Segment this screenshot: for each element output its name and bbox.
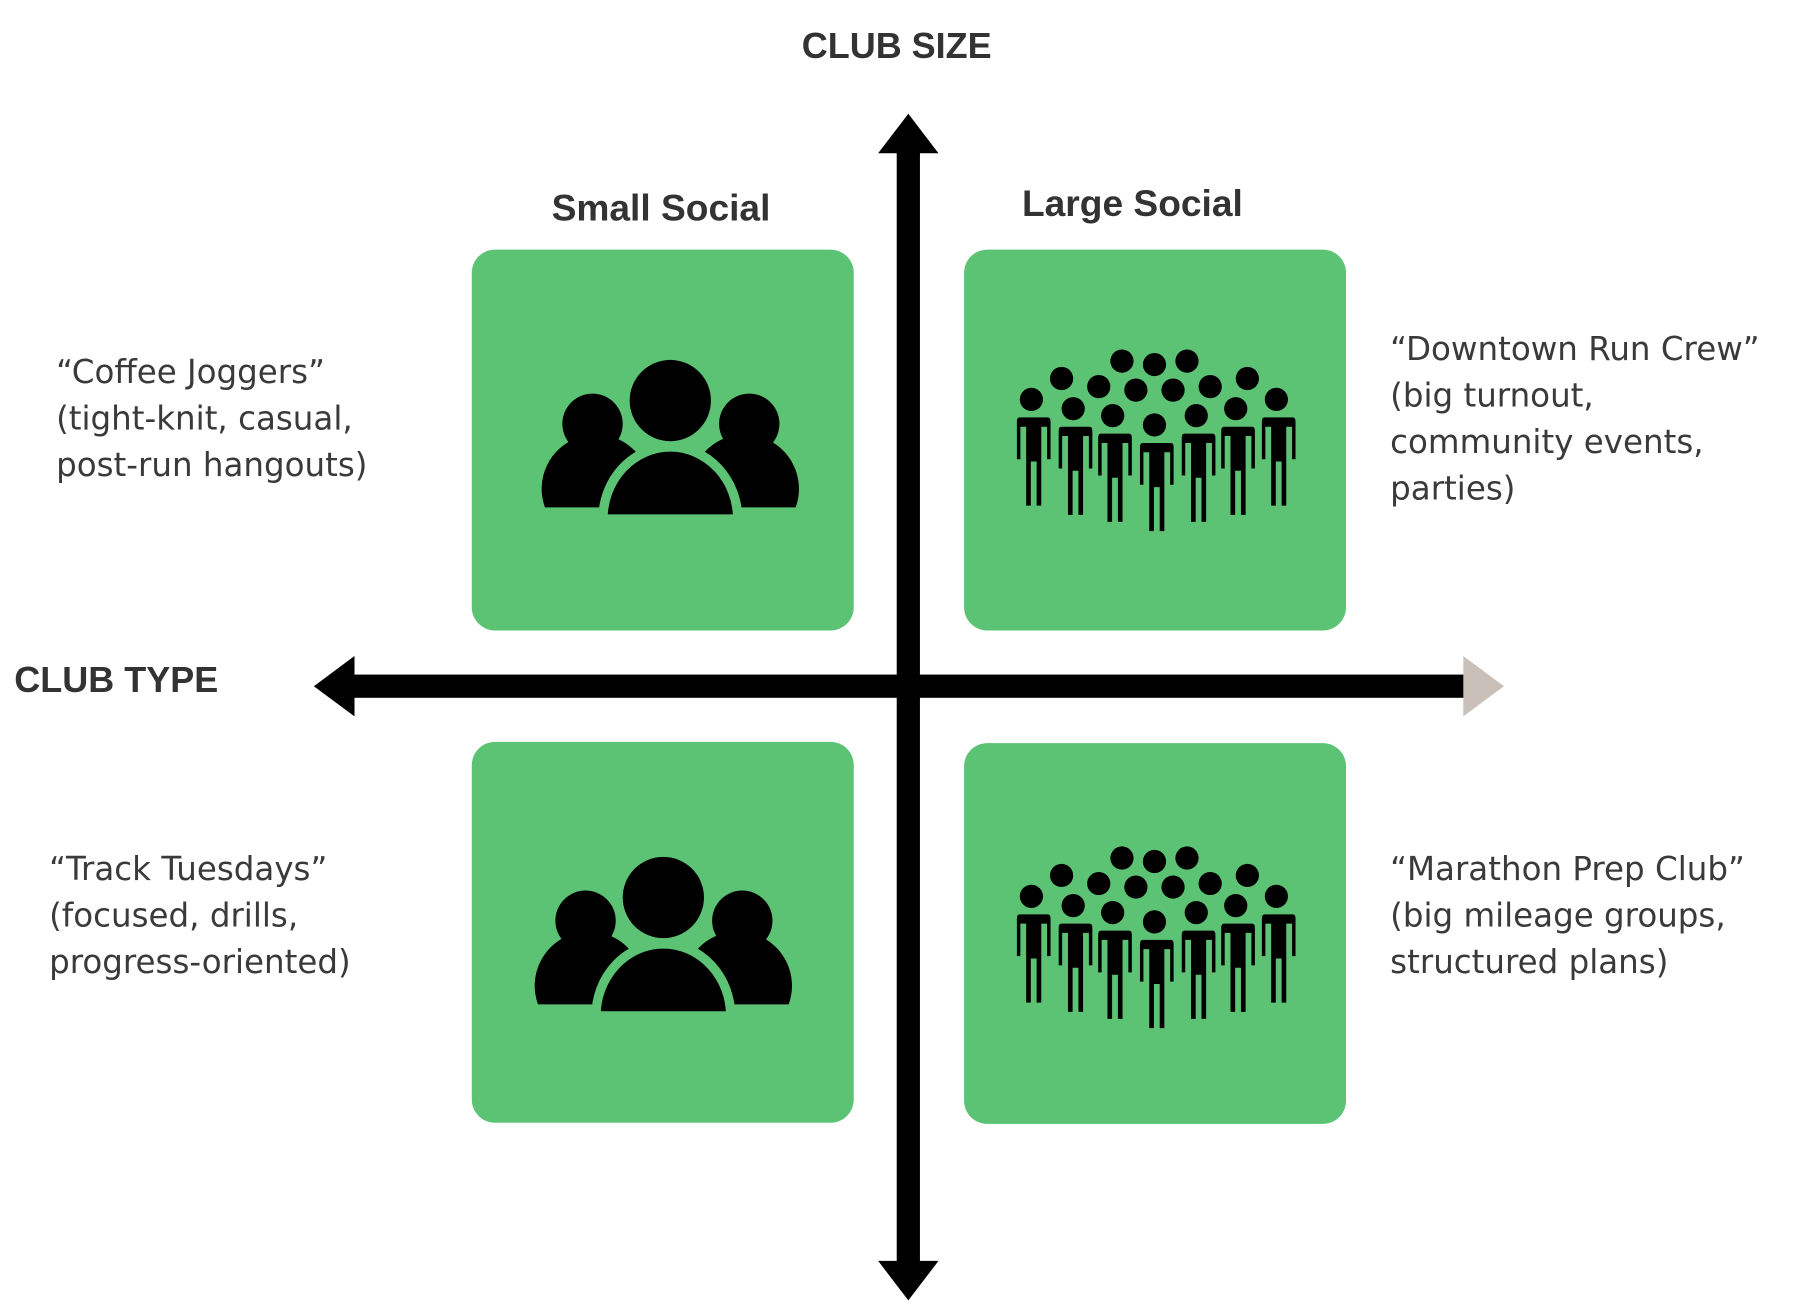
description-top-right: “Downtown Run Crew” (big turnout, commun… [1390, 330, 1759, 507]
description-line: post-run hangouts) [56, 446, 367, 484]
description-line: “Track Tuesdays” [49, 850, 327, 888]
arrow-up-icon [878, 113, 939, 154]
vertical-axis [878, 113, 939, 1301]
description-line: (tight-knit, casual, [56, 400, 353, 438]
description-line: “Coffee Joggers” [56, 353, 325, 391]
quadrant-box-bottom-right [964, 743, 1347, 1124]
description-line: parties) [1390, 469, 1515, 507]
description-line: “Downtown Run Crew” [1390, 330, 1759, 368]
description-line: “Marathon Prep Club” [1390, 850, 1745, 888]
arrow-left-icon [313, 656, 355, 717]
description-bottom-right: “Marathon Prep Club” (big mileage groups… [1390, 850, 1745, 981]
description-line: progress-oriented) [49, 943, 351, 981]
description-top-left: “Coffee Joggers” (tight-knit, casual, po… [56, 353, 367, 484]
description-line: community events, [1390, 423, 1703, 461]
description-line: structured plans) [1390, 943, 1668, 981]
quadrant-title-large-social: Large Social [1022, 182, 1243, 224]
arrow-down-icon [878, 1260, 939, 1301]
description-line: (big mileage groups, [1390, 897, 1726, 935]
description-line: (big turnout, [1390, 376, 1594, 414]
horizontal-axis-label: CLUB TYPE [14, 659, 218, 700]
quadrant-title-small-social: Small Social [552, 187, 771, 229]
description-bottom-left: “Track Tuesdays” (focused, drills, progr… [49, 850, 351, 981]
vertical-axis-label: CLUB SIZE [802, 25, 992, 66]
description-line: (focused, drills, [49, 897, 298, 935]
arrow-right-icon [1463, 656, 1504, 717]
